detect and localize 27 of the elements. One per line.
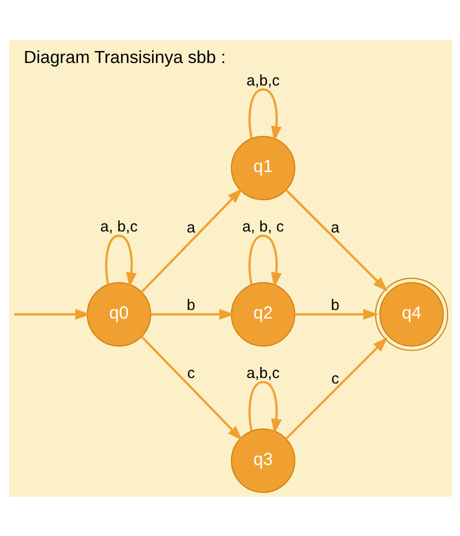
arrow — [140, 335, 242, 440]
arrow — [248, 380, 282, 434]
node-circle: q1 — [230, 135, 295, 200]
arrow — [104, 234, 136, 288]
node-circle: q4 — [374, 277, 448, 350]
arrow — [14, 308, 90, 320]
arrow — [284, 336, 388, 440]
arrow — [140, 188, 242, 292]
edge-label: a, b, c — [242, 218, 284, 236]
diagram-title: Diagram Transisinya sbb : — [23, 46, 226, 67]
arrow — [248, 234, 282, 288]
node-circle: q3 — [230, 428, 295, 492]
edge-label: b — [330, 296, 339, 314]
edge-label: a,b,c — [246, 72, 280, 89]
edge-label: a — [186, 219, 195, 236]
arrow — [284, 188, 388, 292]
arrow — [150, 308, 234, 320]
edge-label: c — [186, 364, 194, 382]
edge-label: a, b,c — [100, 218, 138, 236]
node-circle: q2 — [230, 282, 295, 346]
edge-label: b — [186, 296, 195, 314]
arrow — [248, 88, 282, 141]
node-circle: q0 — [86, 282, 151, 346]
edge-label: a,b,c — [246, 364, 280, 382]
edge-label: a — [330, 219, 339, 236]
arrow — [294, 308, 378, 320]
edge-label: c — [330, 370, 338, 387]
